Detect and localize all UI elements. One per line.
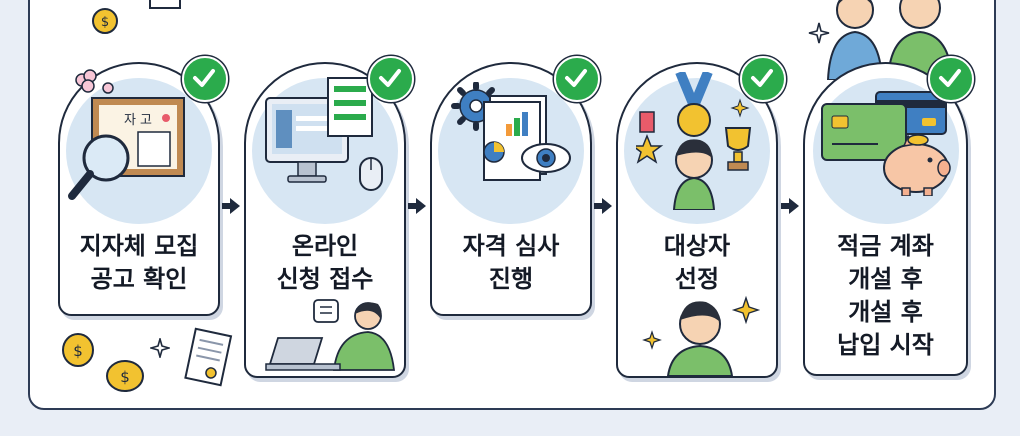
step-label-line: 대상자 bbox=[663, 232, 731, 260]
svg-text:$: $ bbox=[120, 368, 130, 386]
step-label-line: 납입 시작 bbox=[837, 331, 934, 359]
poster-text: 자 고 bbox=[124, 113, 152, 128]
arrow-right-icon bbox=[222, 198, 240, 214]
cards-piggy-bank-icon bbox=[818, 86, 954, 200]
step-label-line: 개설 후 bbox=[848, 298, 923, 326]
coin-icon: $ bbox=[90, 6, 120, 40]
arrow-right-icon bbox=[594, 198, 612, 214]
step-label: 적금 계좌 개설 후 개설 후 납입 시작 bbox=[805, 230, 966, 362]
coin-icon: $ bbox=[102, 356, 148, 400]
check-icon bbox=[368, 56, 414, 102]
document-icon bbox=[180, 326, 236, 394]
step-label: 대상자 선정 bbox=[618, 230, 776, 296]
person-celebrating-icon bbox=[640, 294, 764, 380]
step-label: 온라인 신청 접수 bbox=[246, 230, 404, 296]
magnifier-notice-board-icon: 자 고 bbox=[66, 66, 216, 210]
step-label-line: 온라인 bbox=[291, 232, 359, 260]
check-icon bbox=[554, 56, 600, 102]
step-card-1: 지자체 모집 공고 확인 bbox=[58, 62, 220, 316]
step-label: 지자체 모집 공고 확인 bbox=[60, 230, 218, 296]
coin-icon: $ bbox=[58, 330, 98, 374]
step-label-line: 적금 계좌 bbox=[837, 232, 934, 260]
svg-text:$: $ bbox=[73, 342, 83, 360]
step-label-line: 신청 접수 bbox=[276, 265, 374, 293]
step-label-line: 개설 후 bbox=[848, 265, 923, 293]
step-label-line: 공고 확인 bbox=[90, 265, 188, 293]
step-label-line: 지자체 모집 bbox=[79, 232, 199, 260]
person-laptop-icon bbox=[264, 294, 396, 382]
check-icon bbox=[928, 56, 974, 102]
step-label-line: 진행 bbox=[488, 265, 534, 293]
sparkle-icon bbox=[808, 22, 830, 48]
arrow-right-icon bbox=[408, 198, 426, 214]
sparkle-icon bbox=[148, 336, 172, 362]
step-label: 자격 심사 진행 bbox=[432, 230, 590, 296]
gear-chart-eye-review-icon bbox=[450, 81, 574, 196]
svg-text:$: $ bbox=[101, 15, 109, 30]
check-icon bbox=[740, 56, 786, 102]
check-icon bbox=[182, 56, 228, 102]
step-label-line: 선정 bbox=[674, 265, 720, 293]
computer-application-form-icon bbox=[262, 76, 392, 200]
medal-trophy-person-icon bbox=[630, 70, 762, 214]
arrow-right-icon bbox=[781, 198, 799, 214]
step-label-line: 자격 심사 bbox=[462, 232, 560, 260]
document-icon bbox=[148, 0, 184, 16]
